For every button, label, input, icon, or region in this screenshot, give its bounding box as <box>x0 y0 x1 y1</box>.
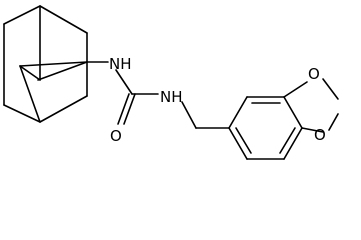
bond <box>228 127 248 160</box>
bond <box>19 61 88 67</box>
bond <box>19 65 41 123</box>
oxygen-label-carbonyl: O <box>110 127 122 145</box>
bond <box>301 127 324 133</box>
bond <box>328 113 339 131</box>
bond <box>123 93 136 125</box>
bond <box>117 93 130 125</box>
bond <box>322 78 339 100</box>
bond <box>19 65 41 81</box>
bond <box>235 127 252 154</box>
structure-diagram: NH O NH O O <box>3 5 339 160</box>
bond <box>115 69 133 95</box>
bond <box>39 95 88 123</box>
bond <box>283 127 303 160</box>
bond <box>3 104 41 123</box>
adamantyl-group <box>3 5 88 123</box>
bond <box>279 127 296 154</box>
nh-label-top: NH <box>109 55 132 73</box>
oxygen-label-ring-upper: O <box>308 65 320 83</box>
bond <box>39 5 88 34</box>
oxygen-label-ring-lower: O <box>314 126 326 144</box>
bond <box>228 96 248 129</box>
bond <box>283 81 308 98</box>
bond <box>283 96 303 129</box>
bond <box>37 61 88 81</box>
bond <box>181 101 197 129</box>
benzodioxole-group <box>228 78 339 160</box>
nh-label-bottom: NH <box>160 88 183 106</box>
urea-linker <box>86 61 230 129</box>
bond <box>3 5 41 25</box>
